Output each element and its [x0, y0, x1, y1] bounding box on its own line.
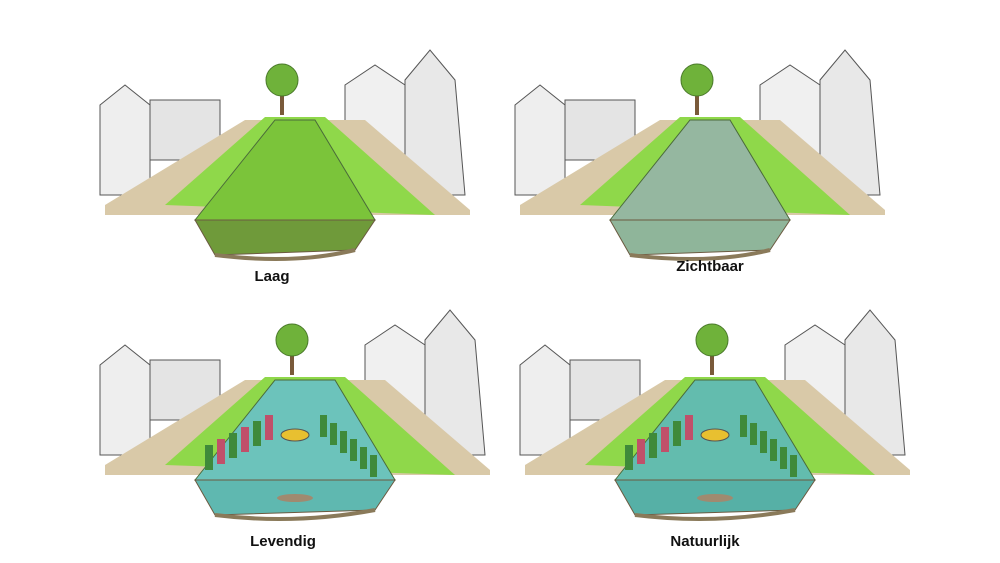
reed-plant: [229, 433, 237, 458]
house-left: [519, 344, 571, 456]
caption-natuurlijk: Natuurlijk: [670, 533, 740, 550]
tree-trunk: [695, 85, 699, 115]
canal-scene-zichtbaar: [514, 49, 885, 261]
reed-plant: [740, 415, 747, 437]
reed-plant: [217, 439, 225, 464]
reed-plant: [637, 439, 645, 464]
reed-plant: [320, 415, 327, 437]
reed-plant: [340, 431, 347, 453]
tree-trunk: [290, 345, 294, 375]
reed-plant: [370, 455, 377, 477]
canal-scene-levendig: [99, 309, 490, 521]
reed-plant: [661, 427, 669, 452]
reed-plant: [685, 415, 693, 440]
tree: [695, 323, 729, 357]
canal-bed: [214, 508, 376, 521]
canal-bed: [629, 248, 771, 261]
tree-trunk: [710, 345, 714, 375]
reed-plant: [649, 433, 657, 458]
reed-plant: [625, 445, 633, 470]
illustration-levendig: [95, 305, 495, 525]
reed-plant: [673, 421, 681, 446]
illustration-natuurlijk: [515, 305, 915, 525]
reed-plant: [770, 439, 777, 461]
boat: [700, 428, 730, 442]
tree: [265, 63, 299, 97]
canal-bed: [634, 508, 796, 521]
house-left: [99, 344, 151, 456]
reed-plant: [253, 421, 261, 446]
canal-scene-laag: [99, 49, 470, 261]
reed-plant: [265, 415, 273, 440]
reed-plant: [241, 427, 249, 452]
reed-plant: [205, 445, 213, 470]
house-left: [99, 84, 151, 196]
illustration-laag: [95, 45, 475, 265]
house-left: [514, 84, 566, 196]
reed-plant: [350, 439, 357, 461]
reed-plant: [780, 447, 787, 469]
caption-levendig: Levendig: [250, 533, 316, 550]
fish: [697, 494, 733, 502]
canal-bed: [214, 248, 356, 261]
reed-plant: [790, 455, 797, 477]
reed-plant: [760, 431, 767, 453]
tree: [275, 323, 309, 357]
caption-zichtbaar: Zichtbaar: [676, 258, 744, 275]
caption-laag: Laag: [254, 268, 290, 285]
canal-scene-natuurlijk: [519, 309, 910, 521]
boat: [280, 428, 310, 442]
tree: [680, 63, 714, 97]
reed-plant: [750, 423, 757, 445]
reed-plant: [360, 447, 367, 469]
fish: [277, 494, 313, 502]
illustration-zichtbaar: [510, 45, 890, 265]
reed-plant: [330, 423, 337, 445]
tree-trunk: [280, 85, 284, 115]
